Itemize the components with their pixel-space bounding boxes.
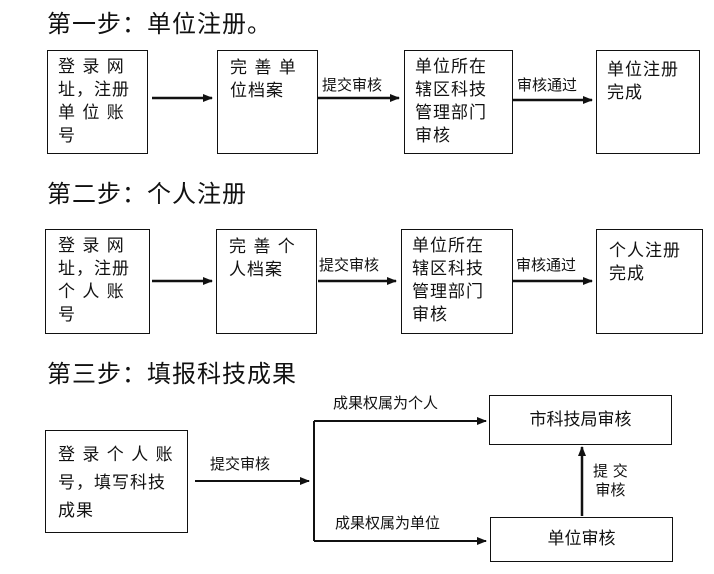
step2-box-complete-profile: 完 善 个 人档案 xyxy=(216,229,317,334)
step3-title: 第三步：填报科技成果 xyxy=(47,360,297,388)
step1-box-done: 单位注册 完成 xyxy=(596,50,700,154)
step2-label-approved: 审核通过 xyxy=(516,256,577,274)
step1-label-approved: 审核通过 xyxy=(517,76,578,94)
step1-label-submit: 提交审核 xyxy=(322,76,383,94)
step3-label-up-submit: 提 交 审核 xyxy=(593,462,628,499)
step2-label-submit: 提交审核 xyxy=(319,256,380,274)
step1-box-register-account: 登 录 网 址，注册 单 位 账 号 xyxy=(47,50,148,154)
step1-box-complete-profile: 完 善 单 位档案 xyxy=(217,50,318,154)
step1-title: 第一步：单位注册。 xyxy=(47,10,272,38)
step2-box-done: 个人注册 完成 xyxy=(596,229,703,334)
step3-box-fill-results: 登 录 个 人 账 号，填写科技 成果 xyxy=(45,430,188,533)
step3-label-personal: 成果权属为个人 xyxy=(333,394,439,412)
step3-box-unit-review: 单位审核 xyxy=(490,517,673,562)
step1-box-district-review: 单位所在 辖区科技 管理部门 审核 xyxy=(404,50,513,154)
step2-box-district-review: 单位所在 辖区科技 管理部门 审核 xyxy=(401,229,513,334)
step2-title: 第二步：个人注册 xyxy=(47,180,247,208)
step3-box-city-review: 市科技局审核 xyxy=(489,395,672,445)
step3-label-unit: 成果权属为单位 xyxy=(335,514,441,532)
step2-box-register-account: 登 录 网 址，注册 个 人 账 号 xyxy=(45,229,150,334)
step3-label-submit: 提交审核 xyxy=(210,455,271,473)
